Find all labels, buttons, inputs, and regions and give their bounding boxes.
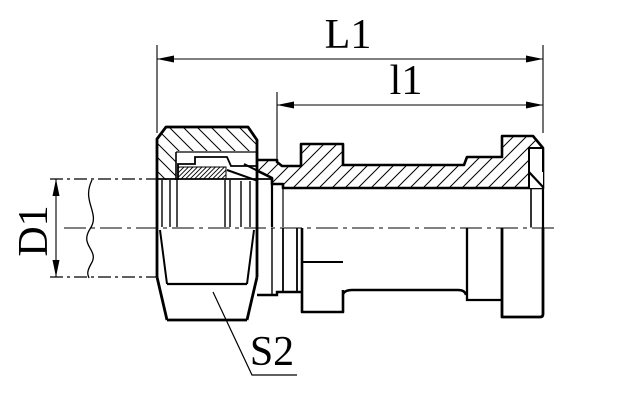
arrow-up-icon bbox=[52, 179, 60, 196]
dim-label-D1: D1 bbox=[11, 205, 57, 257]
flange-oring-groove bbox=[528, 147, 545, 228]
dim-label-l1: l1 bbox=[389, 58, 423, 104]
leader-S2 bbox=[212, 291, 297, 376]
fitting-body-section bbox=[242, 134, 545, 190]
dim-label-S2: S2 bbox=[249, 329, 295, 375]
dimension-D1 bbox=[52, 179, 60, 277]
nut-hex-outside-view bbox=[155, 229, 259, 322]
arrow-right-icon bbox=[526, 101, 543, 109]
dimension-l1 bbox=[276, 92, 543, 161]
dimension-L1 bbox=[156, 45, 544, 133]
dim-label-L1: L1 bbox=[324, 12, 372, 58]
bore-thread-lines bbox=[161, 178, 284, 227]
tube-break-line bbox=[86, 179, 95, 279]
tube-phantom-lines bbox=[50, 178, 156, 278]
arrow-down-icon bbox=[52, 260, 60, 277]
body-outside-view bbox=[257, 228, 545, 319]
arrow-left-icon bbox=[157, 55, 174, 63]
cutting-ring bbox=[157, 156, 273, 182]
swivel-nut-section bbox=[155, 125, 259, 277]
arrow-right-icon bbox=[526, 55, 543, 63]
arrow-left-icon bbox=[277, 101, 294, 109]
